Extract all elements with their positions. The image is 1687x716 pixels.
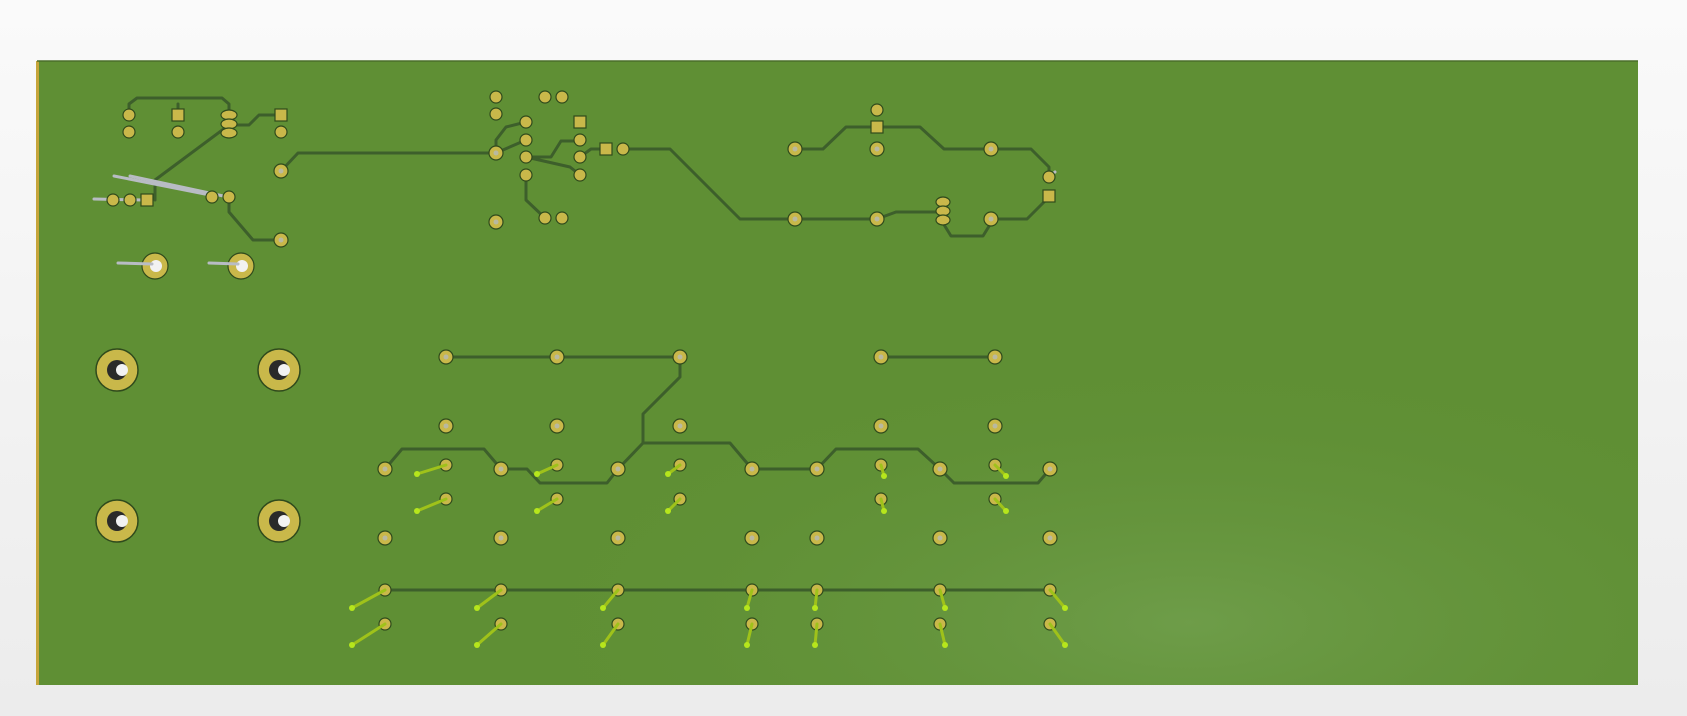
mounting-holes (95, 252, 301, 543)
lead-tips (349, 471, 1068, 648)
mounting-hole (227, 252, 255, 280)
mounting-hole (95, 499, 139, 543)
pcb-board (36, 60, 1638, 685)
component-leads (350, 463, 1067, 647)
component-pads (106, 90, 1058, 631)
mounting-hole (141, 252, 169, 280)
mounting-hole (95, 348, 139, 392)
mounting-hole (257, 348, 301, 392)
pad-drills (278, 146, 1053, 541)
mounting-hole (257, 499, 301, 543)
